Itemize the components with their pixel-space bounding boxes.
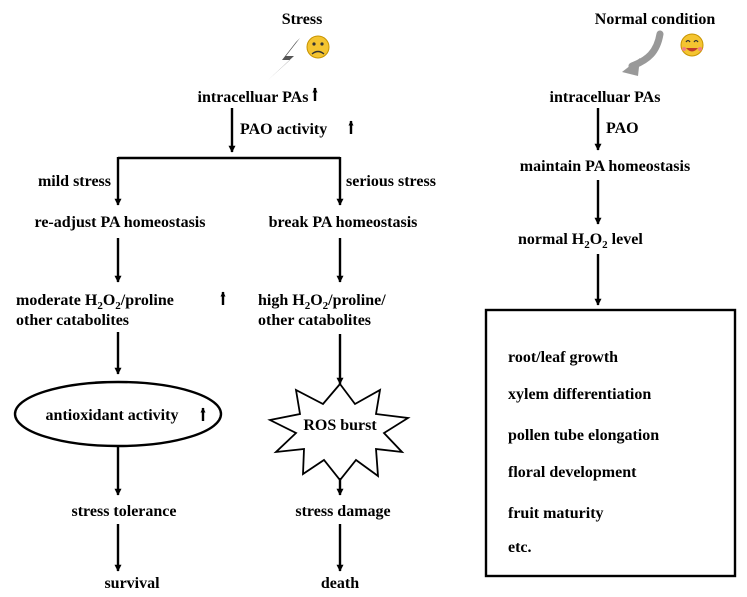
pao-activity-label: PAO activity [240,121,327,138]
stress-tolerance-label: stress tolerance [72,503,177,520]
function-root-leaf-growth: root/leaf growth [508,349,618,366]
other-catabolites-right: other catabolites [258,312,371,329]
sad-face-icon [306,35,330,59]
break-homeostasis-label: break PA homeostasis [269,214,418,231]
function-floral-development: floral development [508,464,637,481]
stress-damage-label: stress damage [295,503,390,520]
death-label: death [321,575,359,592]
smiling-face-icon [680,33,704,57]
other-catabolites-left: other catabolites [16,312,129,329]
serious-stress-label: serious stress [346,173,436,190]
readjust-homeostasis-label: re-adjust PA homeostasis [35,214,206,231]
mild-stress-label: mild stress [38,173,111,190]
stress-title: Stress [282,11,323,28]
maintain-homeostasis-label: maintain PA homeostasis [520,158,690,175]
function-etc: etc. [508,539,532,556]
high-h2o2-label: high H2O2/proline/ [258,292,386,312]
function-fruit-maturity: fruit maturity [508,505,604,522]
survival-label: survival [104,575,160,592]
normal-h2o2-label: normal H2O2 level [518,231,643,251]
functions-box [484,308,737,578]
lightning-bolt-icon [268,38,300,80]
normal-intracellular-label: intracelluar PAs [550,89,661,106]
intracellular-pas-label: intracelluar PAs [198,89,309,106]
antioxidant-activity-label: antioxidant activity [46,407,179,424]
ros-burst-label: ROS burst [303,417,377,434]
normal-condition-title: Normal condition [595,11,716,28]
curved-arrow-icon [622,30,664,76]
pao-label: PAO [606,120,639,137]
moderate-h2o2-label: moderate H2O2/proline [16,292,174,312]
function-xylem-differentiation: xylem differentiation [508,386,651,403]
function-pollen-tube-elongation: pollen tube elongation [508,427,659,444]
